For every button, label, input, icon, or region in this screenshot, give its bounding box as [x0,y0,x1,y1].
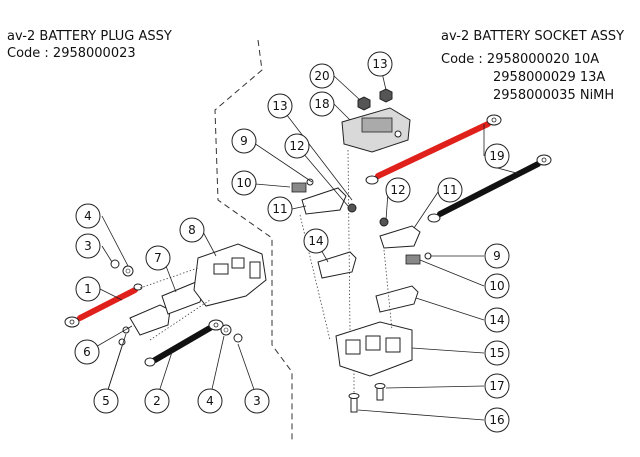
socket-base [335,321,413,377]
callout-14-left: 14 [303,228,329,254]
assembly-line [383,249,393,331]
callout-14-right: 14 [484,307,510,333]
callout-4-bottom: 4 [197,388,223,414]
callout-6: 6 [74,339,100,365]
svg-text:9: 9 [493,249,501,263]
svg-text:4: 4 [206,394,214,408]
socket-assy-title: av-2 BATTERY SOCKET ASSY [441,29,625,44]
assembly-line [149,299,211,341]
callout-13-left: 13 [267,93,293,119]
svg-text:19: 19 [489,149,504,163]
spring-lower [405,252,432,265]
callout-16: 16 [484,407,510,433]
callout-9-left: 9 [231,128,257,154]
socket-screw-long [348,393,360,413]
assembly-line [347,149,351,331]
svg-text:2: 2 [153,394,161,408]
callout-1: 1 [75,276,101,302]
red-cable-plug [64,283,143,328]
leader-lines [86,63,521,421]
callout-5: 5 [93,388,119,414]
svg-text:1: 1 [84,282,92,296]
svg-text:10: 10 [236,176,251,190]
callout-10-right: 10 [484,273,510,299]
callout-7: 7 [145,245,171,271]
svg-text:3: 3 [84,239,92,253]
callout-4-top: 4 [75,203,101,229]
red-cable-socket [365,114,502,185]
callout-20: 20 [309,63,335,89]
svg-text:12: 12 [289,139,304,153]
svg-text:6: 6 [83,345,91,359]
svg-text:16: 16 [489,413,504,427]
svg-text:14: 14 [489,313,504,327]
socket-nut-pair [357,88,393,111]
socket-latch-left [317,251,357,279]
callout-11-right: 11 [437,177,463,203]
svg-text:12: 12 [390,183,405,197]
assembly-separator [214,39,293,440]
socket-screw-short [374,383,386,401]
callout-18: 18 [309,91,335,117]
callout-12-left: 12 [284,133,310,159]
svg-text:8: 8 [188,223,196,237]
plug-contact-6 [118,304,171,346]
svg-text:14: 14 [308,234,323,248]
socket-contact-left [301,187,357,215]
callout-19: 19 [484,143,510,169]
socket-cover [341,107,411,153]
svg-text:13: 13 [372,57,387,71]
black-cable-socket [427,154,552,223]
svg-text:11: 11 [272,202,287,216]
socket-assy-code-nimh: 2958000035 NiMH [493,88,615,103]
callout-8: 8 [179,217,205,243]
svg-text:7: 7 [154,251,162,265]
callout-13-top: 13 [367,51,393,77]
svg-text:9: 9 [240,134,248,148]
socket-assy-code-10a: Code : 2958000020 10A [441,52,600,67]
svg-text:15: 15 [489,346,504,360]
svg-text:4: 4 [84,209,92,223]
callout-11-left: 11 [267,196,293,222]
plug-housing [193,243,267,307]
plug-assy-code: Code : 2958000023 [7,46,136,61]
svg-text:5: 5 [102,394,110,408]
svg-text:13: 13 [272,99,287,113]
callout-12-right: 12 [385,177,411,203]
callout-9-right: 9 [484,243,510,269]
plug-screw-washer-bottom [220,324,243,343]
callout-17: 17 [484,373,510,399]
callout-10-left: 10 [231,170,257,196]
callout-3-top: 3 [75,233,101,259]
svg-text:10: 10 [489,279,504,293]
plug-assy-title: av-2 BATTERY PLUG ASSY [7,29,172,44]
plug-screw-washer-top [110,259,134,277]
svg-text:17: 17 [489,379,504,393]
callout-3-bottom: 3 [244,388,270,414]
spring-upper [291,178,314,193]
callout-15: 15 [484,340,510,366]
socket-latch-right [375,285,419,313]
svg-text:18: 18 [314,97,329,111]
svg-text:3: 3 [253,394,261,408]
socket-contact-right [379,217,421,249]
black-cable-plug [144,319,224,367]
callout-2: 2 [144,388,170,414]
socket-assy-code-13a: 2958000029 13A [493,70,606,85]
svg-text:20: 20 [314,69,329,83]
svg-text:11: 11 [442,183,457,197]
